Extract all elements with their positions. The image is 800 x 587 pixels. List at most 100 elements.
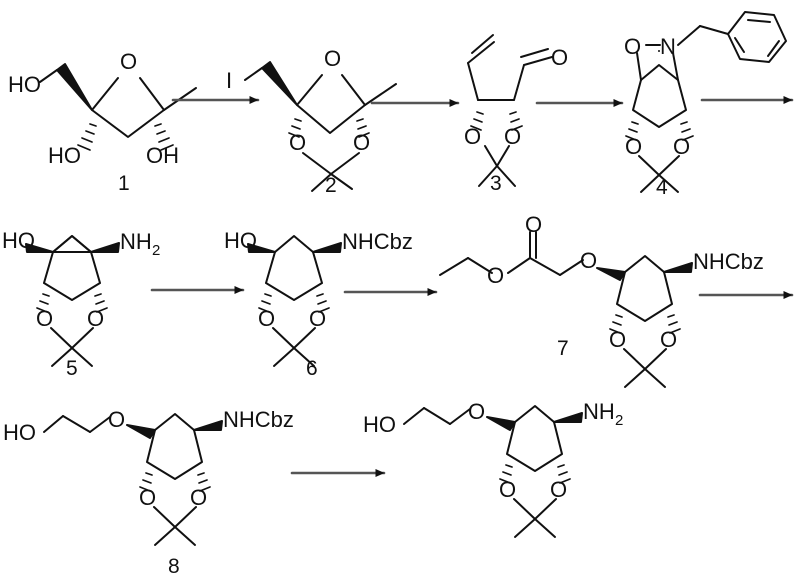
acetonide-bonds-2 bbox=[302, 152, 360, 175]
compound-number-5: 5 bbox=[66, 357, 78, 380]
phenyl-inner-1-4 bbox=[747, 19, 771, 23]
label-ring-o-compound-2: O bbox=[324, 46, 341, 71]
acetonide-me1-8 bbox=[154, 526, 176, 546]
compound-5-structure bbox=[25, 235, 120, 367]
label-ho-compound-5: HO bbox=[2, 228, 35, 253]
bond-ch2-o-7 bbox=[467, 257, 493, 274]
hash-o-left-9 bbox=[499, 464, 513, 484]
hash-o-left-2 bbox=[288, 118, 302, 138]
hash-o-right-9 bbox=[557, 464, 571, 484]
hash-o-right-5 bbox=[94, 293, 108, 313]
acetonide-me1-7 bbox=[624, 368, 646, 388]
compound-7-structure bbox=[439, 231, 693, 388]
bond-ch2-ch2-9 bbox=[423, 407, 451, 425]
acetonide-me1-9 bbox=[514, 518, 536, 538]
hash-o-right-6 bbox=[316, 293, 330, 313]
label-nh2-subscript-compound-9: 2 bbox=[615, 412, 623, 429]
cyclopentane-ring-8 bbox=[146, 429, 203, 480]
bond-vinyl-3 bbox=[467, 41, 495, 64]
label-o-right-compound-5: O bbox=[87, 306, 104, 331]
phenyl-inner-2-4 bbox=[767, 40, 780, 57]
label-iodine-compound-2: I bbox=[226, 68, 232, 93]
wedge-nhcbz-6 bbox=[312, 242, 342, 253]
compound-1-structure bbox=[39, 63, 197, 151]
acetonide-me2-4 bbox=[658, 174, 679, 193]
bond-ch3-ch2-7 bbox=[439, 257, 469, 276]
wedge-nhcbz-8 bbox=[193, 420, 223, 431]
wedge-nhcbz-7 bbox=[663, 262, 693, 273]
compound-number-3: 3 bbox=[490, 172, 502, 195]
wedge-oh-6 bbox=[247, 243, 276, 253]
label-ether-o-compound-9: O bbox=[468, 399, 485, 424]
wedge-oether-ring-7 bbox=[596, 267, 626, 281]
acetonide-me1-3 bbox=[478, 165, 498, 187]
bond-o-c-4 bbox=[636, 52, 642, 81]
compound-number-7: 7 bbox=[557, 337, 569, 360]
bond-ch2-ph-4 bbox=[699, 25, 729, 35]
label-o-right-compound-7: O bbox=[660, 327, 677, 352]
label-o-left-compound-9: O bbox=[499, 477, 516, 502]
hash-o-left-7 bbox=[609, 314, 623, 334]
compound-6-structure bbox=[247, 235, 342, 367]
acetonide-me2-6 bbox=[293, 347, 315, 367]
hash-oh-c3-1 bbox=[77, 123, 97, 151]
acetonide-me2-8 bbox=[174, 526, 196, 546]
label-o-right-compound-8: O bbox=[190, 485, 207, 510]
hash-o-left-6 bbox=[258, 293, 272, 313]
label-isoxazolidine-o-compound-4: O bbox=[624, 34, 641, 59]
label-o-right-compound-2: O bbox=[353, 130, 370, 155]
bond-methyl-2 bbox=[364, 83, 397, 106]
bond-ch2-oh-1 bbox=[39, 69, 58, 83]
acetonide-me2-9 bbox=[534, 518, 556, 538]
wedge-nh2-5 bbox=[90, 242, 120, 253]
hash-oh-c2-1 bbox=[154, 123, 174, 151]
label-ho-compound-9: HO bbox=[363, 412, 396, 437]
acetonide-bonds-7 bbox=[623, 348, 667, 370]
acetonide-me1-4 bbox=[640, 174, 660, 193]
bond-vinyl-double-3 bbox=[471, 34, 494, 54]
wedge-c5-2 bbox=[261, 61, 298, 106]
bond-o-carbonyl-7 bbox=[507, 257, 531, 274]
label-isoxazolidine-n-compound-4: N bbox=[660, 34, 676, 59]
acetonide-me1-2 bbox=[311, 173, 332, 192]
ring-apex-7 bbox=[624, 255, 665, 273]
bond-cho-3 bbox=[513, 64, 525, 101]
label-o-left-compound-3: O bbox=[464, 124, 481, 149]
label-ho-compound-1: HO bbox=[8, 72, 41, 97]
bond-c-o-double-3 bbox=[520, 48, 549, 58]
label-ho-c3-compound-1: HO bbox=[48, 143, 81, 168]
bond-ho-ch2-8 bbox=[43, 415, 64, 433]
label-o-left-compound-5: O bbox=[36, 306, 53, 331]
ring-apex-5 bbox=[52, 235, 92, 253]
cyclopentane-ring-4 bbox=[632, 79, 687, 128]
acetonide-me2-2 bbox=[330, 173, 353, 190]
bond-ch2-oether-7 bbox=[559, 259, 584, 276]
label-carbonyl-o-compound-7: O bbox=[525, 212, 542, 237]
label-o-left-compound-2: O bbox=[289, 130, 306, 155]
bond-n-ch2-4 bbox=[677, 25, 701, 46]
hash-o-left-8 bbox=[139, 472, 153, 492]
compound-number-6: 6 bbox=[306, 357, 318, 380]
label-aldehyde-o-compound-3: O bbox=[551, 45, 568, 70]
ring-apex-8 bbox=[154, 413, 195, 431]
label-nhcbz-compound-7: NHCbz bbox=[693, 249, 764, 274]
bond-n-c-4 bbox=[672, 52, 679, 81]
label-nh2-subscript-compound-5: 2 bbox=[152, 242, 160, 259]
wedge-o-ring-8 bbox=[126, 424, 156, 439]
bond-allyl-3 bbox=[467, 62, 479, 101]
label-ester-o-compound-7: O bbox=[487, 263, 504, 288]
hash-o-left-5 bbox=[36, 293, 50, 313]
phenyl-ring-4 bbox=[727, 11, 787, 63]
phenyl-inner-3-4 bbox=[734, 37, 745, 53]
label-o-left-compound-8: O bbox=[139, 485, 156, 510]
label-o-right-compound-3: O bbox=[504, 124, 521, 149]
bond-ho-ch2-9 bbox=[403, 407, 425, 425]
bond-ch2-o-9 bbox=[449, 408, 471, 425]
hash-o-left-4 bbox=[625, 121, 639, 141]
compound-9-structure bbox=[403, 405, 583, 538]
label-o-right-compound-9: O bbox=[550, 477, 567, 502]
hash-o-right-2 bbox=[356, 118, 370, 138]
cyclopentane-ring-9 bbox=[506, 421, 563, 472]
label-ether-o-compound-7: O bbox=[580, 248, 597, 273]
